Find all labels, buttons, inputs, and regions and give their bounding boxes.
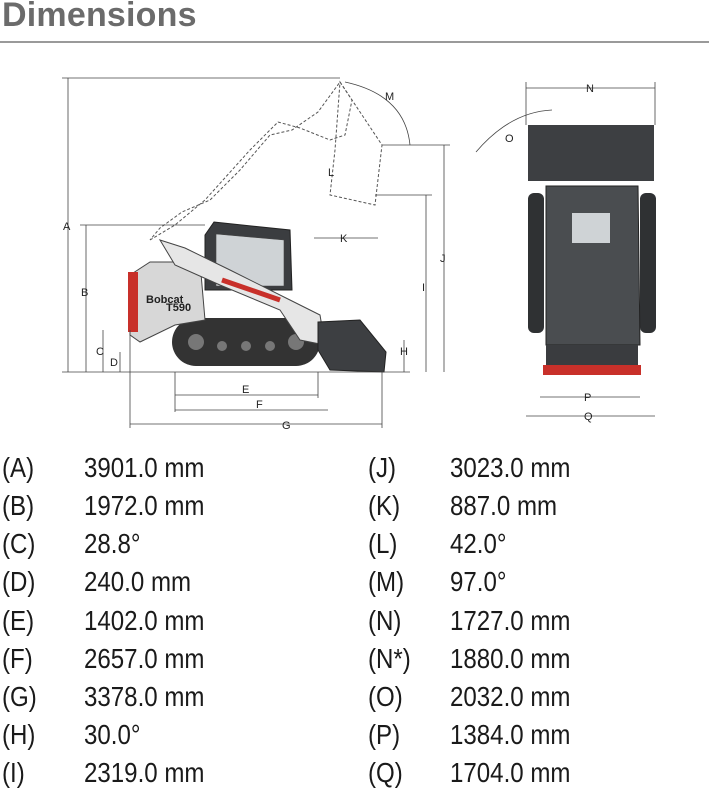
- spec-value-e: 1402.0 mm: [84, 605, 205, 636]
- brand-decal: Bobcat: [146, 294, 184, 306]
- spec-code-n: (N): [368, 605, 402, 636]
- spec-value-f: 2657.0 mm: [84, 643, 205, 674]
- spec-code-g: (G): [2, 681, 37, 712]
- dim-label-c: C: [96, 346, 104, 358]
- dim-label-g: G: [282, 420, 291, 432]
- dim-label-b: B: [81, 287, 88, 299]
- dim-label-i: I: [422, 282, 425, 294]
- dim-label-f: F: [256, 399, 263, 411]
- spec-value-i: 2319.0 mm: [84, 757, 205, 788]
- spec-code-d: (D): [2, 566, 36, 597]
- spec-value-c: 28.8°: [84, 528, 141, 559]
- dim-label-p: P: [584, 392, 591, 404]
- spec-value-p: 1384.0 mm: [450, 719, 571, 750]
- spec-value-o: 2032.0 mm: [450, 681, 571, 712]
- dim-label-m: M: [385, 91, 394, 103]
- spec-code-c: (C): [2, 528, 36, 559]
- spec-value-a: 3901.0 mm: [84, 452, 205, 483]
- spec-code-b: (B): [2, 490, 35, 521]
- dim-label-d: D: [110, 357, 118, 369]
- spec-value-j: 3023.0 mm: [450, 452, 571, 483]
- spec-code-j: (J): [368, 452, 397, 483]
- spec-code-o: (O): [368, 681, 403, 712]
- spec-code-l: (L): [368, 528, 398, 559]
- dim-label-o: O: [505, 133, 514, 145]
- spec-code-a: (A): [2, 452, 35, 483]
- page-title: Dimensions: [2, 0, 197, 34]
- side-view: Bobcat T590: [128, 80, 387, 373]
- spec-value-m: 97.0°: [450, 566, 507, 597]
- spec-value-d: 240.0 mm: [84, 566, 192, 597]
- top-view: [528, 125, 656, 375]
- spec-code-m: (M): [368, 566, 405, 597]
- spec-code-k: (K): [368, 490, 401, 521]
- dim-label-j: J: [440, 253, 446, 265]
- spec-code-i: (I): [2, 757, 25, 788]
- spec-code-e: (E): [2, 605, 35, 636]
- dim-label-l: L: [328, 167, 334, 179]
- dimension-lines: [62, 77, 656, 428]
- spec-value-n: 1727.0 mm: [450, 605, 571, 636]
- spec-code-f: (F): [2, 643, 33, 674]
- dimension-letters: A B C D E F G H I J K L M N O P Q: [63, 83, 594, 432]
- dim-label-a: A: [63, 221, 71, 233]
- spec-value-l: 42.0°: [450, 528, 507, 559]
- spec-value-n-star: 1880.0 mm: [450, 643, 571, 674]
- dim-label-q: Q: [584, 411, 593, 423]
- spec-value-k: 887.0 mm: [450, 490, 558, 521]
- spec-value-b: 1972.0 mm: [84, 490, 205, 521]
- dim-label-h: H: [400, 346, 408, 358]
- spec-code-n-star: (N*): [368, 643, 411, 674]
- spec-value-h: 30.0°: [84, 719, 141, 750]
- dim-label-e: E: [242, 384, 249, 396]
- title-divider: [0, 41, 709, 43]
- spec-value-g: 3378.0 mm: [84, 681, 205, 712]
- spec-code-q: (Q): [368, 757, 403, 788]
- dimension-drawing: Bobcat T590 A B: [62, 77, 656, 432]
- model-decal: T590: [166, 302, 191, 314]
- dim-label-k: K: [340, 233, 348, 245]
- spec-code-p: (P): [368, 719, 401, 750]
- spec-code-h: (H): [2, 719, 36, 750]
- dim-label-n: N: [586, 83, 594, 95]
- spec-value-q: 1704.0 mm: [450, 757, 571, 788]
